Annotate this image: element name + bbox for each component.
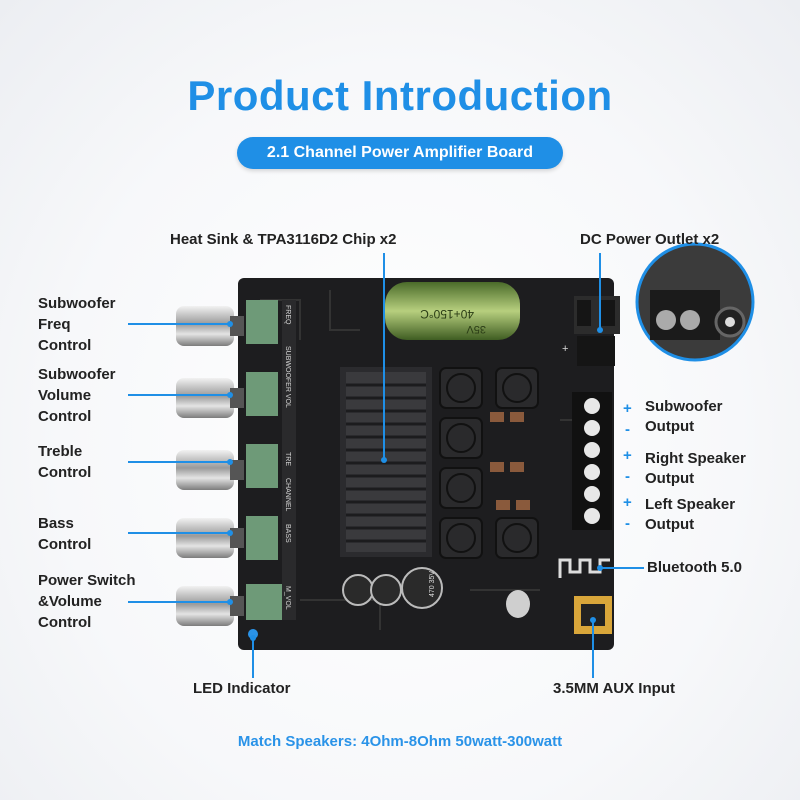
inductors [439,367,539,559]
page-title: Product Introduction [187,72,613,119]
silk-dc-plus: + [562,343,568,355]
knobs [176,306,244,626]
silk-mvol: M_VOL [284,586,291,610]
cap-label: 40+150°C [420,307,474,321]
cap-label-2: 35V [466,323,486,335]
label-dc-power: DC Power Outlet x2 [580,231,720,248]
label-led: LED Indicator [193,680,291,697]
label-bass: Bass Control [38,515,92,553]
sign-left-minus: - [625,515,630,532]
label-left-out-2: Output [645,516,695,533]
label-right-out-2: Output [645,470,695,487]
speaker-terminals [572,392,612,530]
label-sub-freq: Subwoofer Freq Control [38,295,116,354]
label-aux: 3.5MM AUX Input [553,680,675,697]
sign-sub-minus: - [625,421,630,438]
large-capacitor [385,282,520,340]
label-sub-out-2: Output [645,418,695,435]
footer-spec: Match Speakers: 4Ohm-8Ohm 50watt-300watt [237,733,563,750]
sign-right-minus: - [625,468,630,485]
silk-bass: BASS [284,524,291,543]
silk-channel: CHANNEL [284,478,291,512]
label-heat-sink: Heat Sink & TPA3116D2 Chip x2 [170,231,397,248]
small-capacitors [490,412,530,510]
label-treble: Treble Control [38,443,92,481]
pot-modules [246,300,286,620]
label-sub-out-1: Subwoofer [645,398,723,415]
subtitle-badge: 2.1 Channel Power Amplifier Board [237,137,563,169]
callout-lines [128,253,644,678]
sign-left-plus: + [623,494,632,511]
cap-small-label: 470 35V [429,571,436,597]
label-sub-volume: Subwoofer Volume Control [38,366,116,425]
dc-outlet-inset [635,242,755,362]
silk-tre: TRE [284,452,291,466]
label-left-out-1: Left Speaker [645,496,736,513]
sign-sub-plus: + [623,400,632,417]
silk-freq: FREQ [284,305,291,325]
label-power-switch: Power Switch &Volume Control [38,572,136,631]
electrolytic-capacitors [342,567,443,609]
silk-subwoofer-vol: SUBWOOFER VOL [284,346,291,408]
label-right-out-1: Right Speaker [645,450,746,467]
label-bluetooth: Bluetooth 5.0 [647,559,743,576]
sign-right-plus: + [623,447,632,464]
